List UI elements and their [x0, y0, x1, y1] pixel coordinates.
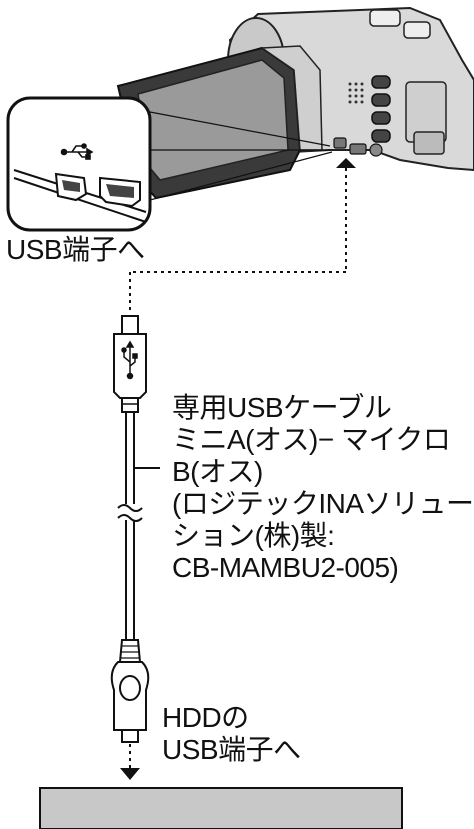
cable-desc-line: B(オス) [172, 456, 263, 487]
hdd-label-line: HDDの [162, 702, 249, 733]
hdd-label-line: USB端子へ [162, 734, 301, 765]
cable-desc-line: ミニA(オス)− マイクロ [172, 424, 451, 455]
usb-symbol-icon [121, 340, 138, 380]
speaker-grill [348, 82, 364, 104]
camera-buttons [371, 75, 391, 143]
cable-desc-line: (ロジテックINAソリュー [172, 488, 474, 519]
usb-port-callout [6, 96, 152, 232]
usb-symbol-icon [60, 143, 94, 160]
camera-port-label: USB端子へ [6, 234, 145, 265]
hdd-device [39, 787, 403, 829]
cable-description: 専用USBケーブル ミニA(オス)− マイクロ B(オス) (ロジテックINAソ… [172, 392, 474, 584]
cable-desc-line: CB-MAMBU2-005) [172, 552, 399, 583]
cable-desc-line: ション(株)製: [172, 520, 335, 551]
callout-lines [149, 111, 333, 201]
arrow-to-camera [129, 158, 356, 314]
usb-cable [110, 315, 160, 780]
cable-desc-line: 専用USBケーブル [172, 392, 392, 423]
hdd-port-label: HDDの USB端子へ [162, 702, 301, 766]
